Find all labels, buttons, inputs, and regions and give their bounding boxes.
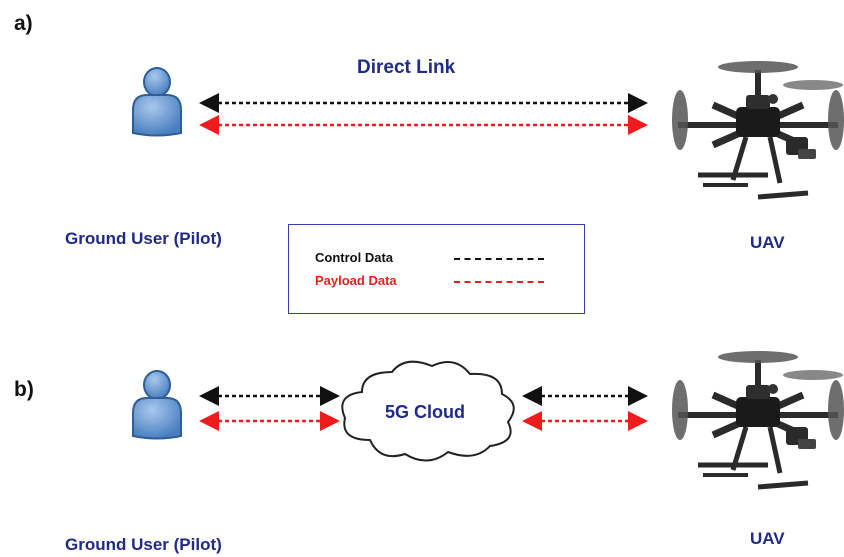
drone-icon-b (672, 351, 844, 487)
direct-link-label: Direct Link (357, 57, 456, 78)
panel-a-tag: a) (14, 12, 33, 35)
uav-label-a: UAV (750, 233, 785, 252)
legend-control-label: Control Data (315, 250, 393, 265)
legend-box: Control Data Payload Data (288, 224, 585, 314)
cloud-icon (341, 360, 515, 462)
ground-user-label-a: Ground User (Pilot) (65, 229, 222, 248)
legend-payload-line (454, 281, 544, 283)
legend-payload-label: Payload Data (315, 273, 397, 288)
person-icon-b (132, 370, 182, 440)
panel-b-tag: b) (14, 378, 34, 401)
person-icon-a (132, 67, 182, 137)
cloud-label: 5G Cloud (385, 402, 465, 422)
drone-icon-a (672, 61, 844, 197)
uav-label-b: UAV (750, 529, 785, 548)
legend-control-line (454, 258, 544, 260)
ground-user-label-b: Ground User (Pilot) (65, 535, 222, 554)
